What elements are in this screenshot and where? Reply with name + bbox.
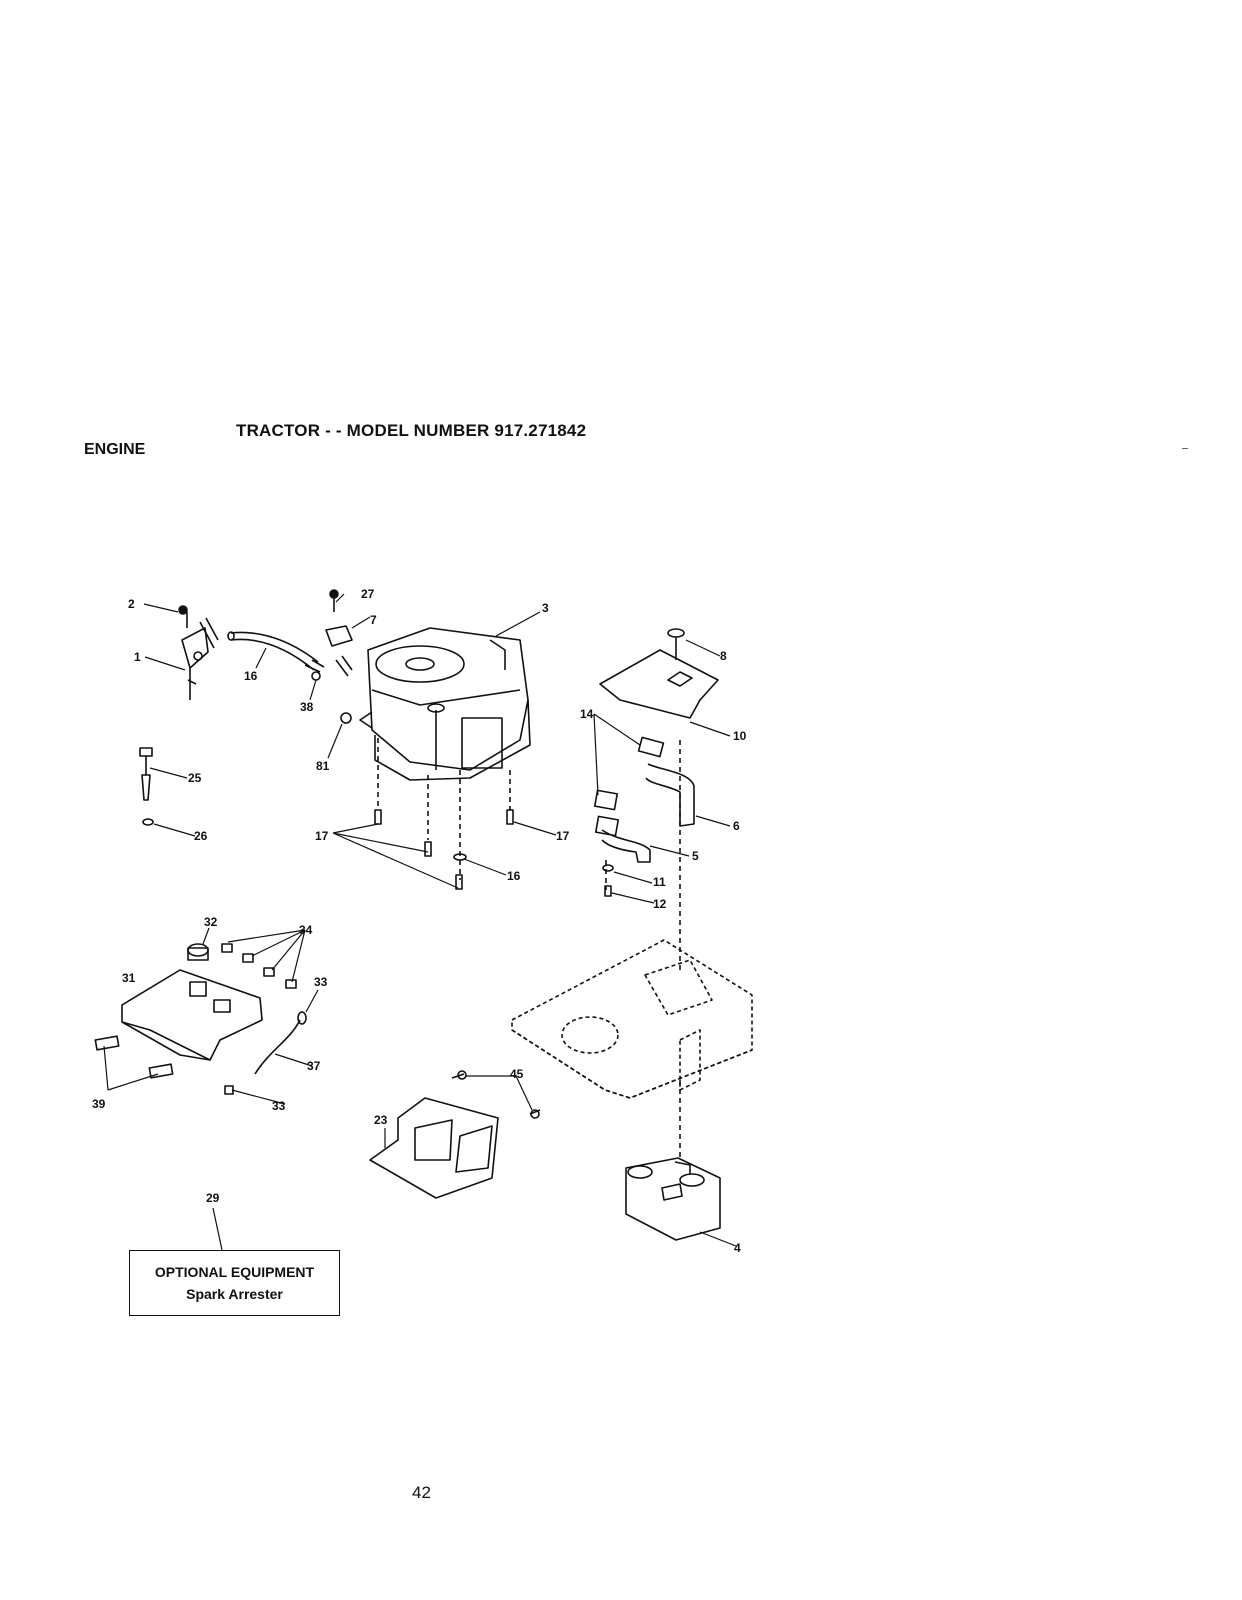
muffler-shield (369, 1070, 541, 1199)
callout-13: 14 (580, 707, 594, 721)
callout-11: 11 (653, 875, 666, 889)
callout-26: 26 (194, 829, 208, 843)
callout-34: 34 (299, 923, 313, 937)
callout-33-bottom: 33 (272, 1099, 286, 1113)
callout-39: 39 (92, 1097, 106, 1111)
optional-equipment-item: Spark Arrester (186, 1286, 283, 1302)
frame-plate (511, 939, 753, 1099)
callout-23: 23 (374, 1113, 388, 1127)
margin-mark (1182, 448, 1188, 449)
callout-29: 29 (206, 1191, 220, 1205)
engine (359, 627, 531, 781)
callout-8: 8 (720, 649, 727, 663)
callout-7: 7 (370, 613, 377, 627)
dipstick (139, 747, 154, 826)
section-label: ENGINE (84, 441, 146, 458)
callout-37: 37 (307, 1059, 321, 1073)
callout-25: 25 (188, 771, 202, 785)
exhaust-pipes (593, 736, 695, 897)
callout-5: 5 (692, 849, 699, 863)
callout-33-top: 33 (314, 975, 328, 989)
callout-1: 1 (134, 650, 141, 664)
page-number: 42 (412, 1483, 431, 1502)
callout-12: 12 (653, 897, 667, 911)
spark-arrester-kit (94, 943, 307, 1095)
callout-17-right: 17 (556, 829, 570, 843)
callout-16: 16 (507, 869, 521, 883)
leader-lines (103, 593, 737, 1251)
callout-32: 32 (204, 915, 218, 929)
callout-labels: 2 1 16 27 7 3 8 10 14 6 5 11 12 38 81 25… (92, 587, 747, 1255)
optional-equipment-box: OPTIONAL EQUIPMENT Spark Arrester (129, 1250, 340, 1316)
throttle-control (178, 605, 219, 700)
callout-14: 16 (244, 669, 258, 683)
page-title: TRACTOR - - MODEL NUMBER 917.271842 (236, 421, 587, 440)
clamp-assembly (311, 589, 353, 681)
fuel-line (227, 631, 325, 673)
callout-31: 31 (122, 971, 136, 985)
callout-81: 81 (316, 759, 330, 773)
callout-3: 3 (542, 601, 549, 615)
engine-bolts (374, 738, 514, 890)
callout-6: 6 (733, 819, 740, 833)
muffler (625, 1157, 721, 1241)
heat-shield (599, 628, 719, 719)
callout-2: 2 (128, 597, 135, 611)
callout-45: 45 (510, 1067, 524, 1081)
optional-equipment-title: OPTIONAL EQUIPMENT (154, 1264, 315, 1280)
callout-4: 4 (734, 1241, 741, 1255)
callout-17-left: 17 (315, 829, 329, 843)
callout-38: 38 (300, 700, 314, 714)
callout-27: 27 (361, 587, 375, 601)
callout-10: 10 (733, 729, 747, 743)
